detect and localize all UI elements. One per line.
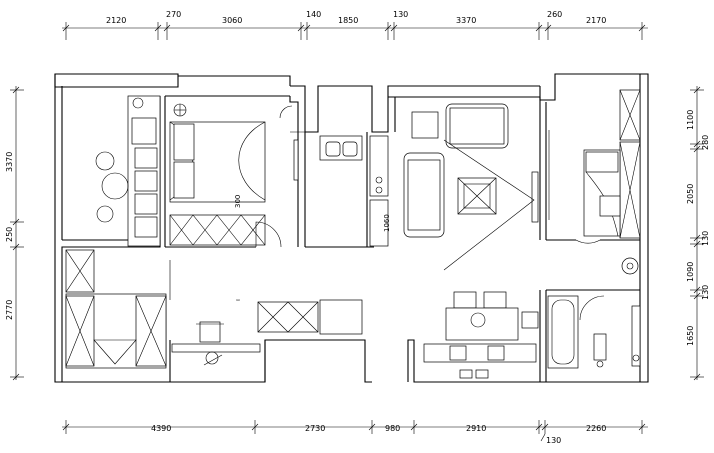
left-dim-3: 2770 (5, 300, 14, 320)
top-dim-1: 2120 (106, 16, 126, 25)
top-dim-3: 3060 (222, 16, 242, 25)
left-dim-2: 250 (5, 227, 14, 242)
top-dim-8: 260 (547, 10, 562, 19)
top-dim-5: 1850 (338, 16, 358, 25)
top-dim-2: 270 (166, 10, 181, 19)
living-room (290, 103, 539, 379)
right-dim-1: 1100 (686, 110, 695, 130)
kitchen-counter-label: 1060 (383, 214, 391, 232)
right-dim-6: 130 (701, 285, 710, 300)
guest-bedroom (548, 89, 641, 244)
closet-depth-label: 300 (234, 195, 242, 208)
right-dim-3: 2050 (686, 184, 695, 204)
bottom-dim-3: 980 (385, 424, 400, 433)
kitchen: 1060 (319, 135, 391, 247)
right-dimension-chain: 1100 280 2050 130 1090 130 1650 (686, 86, 710, 381)
top-dimension-chain: 2120 270 3060 140 1850 130 3370 260 2170 (62, 10, 648, 40)
top-dim-4: 140 (306, 10, 321, 19)
left-dimension-chain: 3370 250 2770 (5, 86, 24, 381)
bottom-dimension-chain: 4390 2730 980 2910 130 2260 (62, 420, 648, 445)
right-dim-2: 280 (701, 135, 710, 150)
bottom-dim-5: 130 (546, 436, 561, 445)
top-dim-6: 130 (393, 10, 408, 19)
bottom-dim-2: 2730 (305, 424, 325, 433)
right-dim-7: 1650 (686, 326, 695, 346)
right-dim-4: 130 (701, 231, 710, 246)
bathroom (547, 257, 641, 369)
top-dim-7: 3370 (456, 16, 476, 25)
bottom-dim-4: 2910 (466, 424, 486, 433)
left-dim-1: 3370 (5, 152, 14, 172)
master-bedroom: 300 (95, 95, 299, 248)
bottom-dim-6: 2260 (586, 424, 606, 433)
bottom-dim-1: 4390 (151, 424, 171, 433)
top-dim-9: 2170 (586, 16, 606, 25)
right-dim-5: 1090 (686, 262, 695, 282)
second-bedroom (65, 249, 363, 369)
